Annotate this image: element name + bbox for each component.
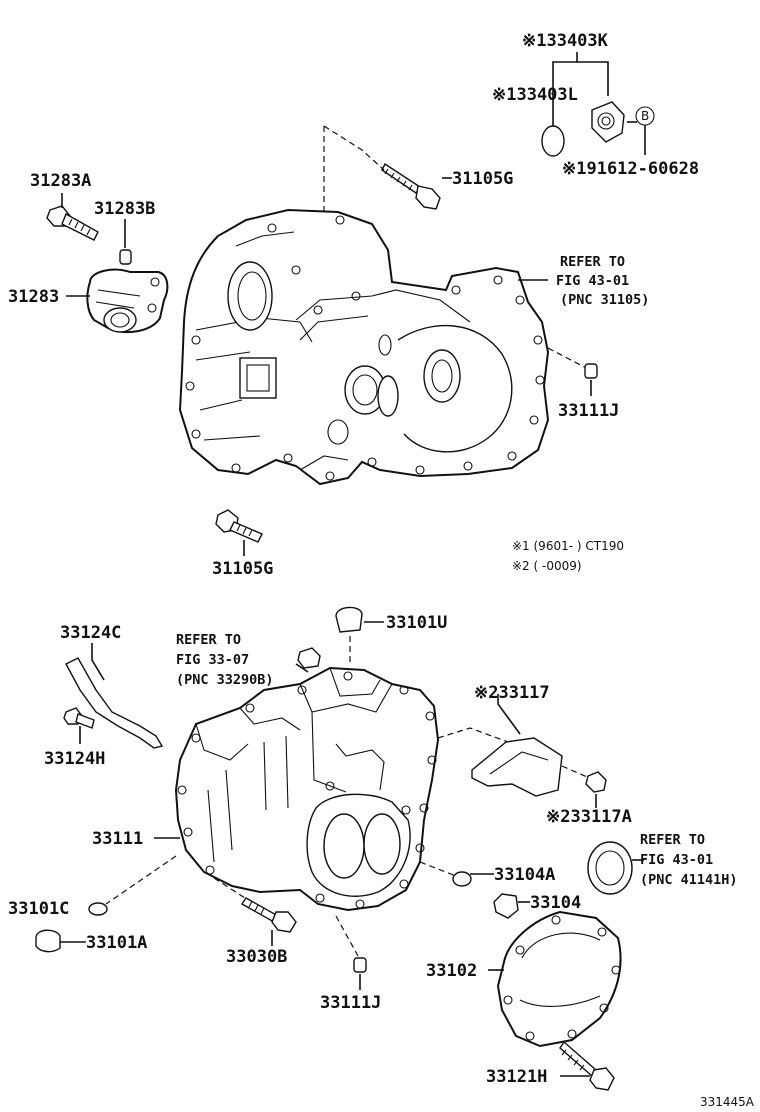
figure-code: 331445A [700,1095,755,1109]
label-191612-60628: ※191612-60628 [562,159,699,179]
transaxle-housing-33111 [154,666,440,912]
refer-note-2-line-3: (PNC 33290B) [176,672,274,688]
label-33102: 33102 [426,961,477,981]
label-133403L: ※133403L [492,85,578,105]
refer-note-3-line-2: FIG 43-01 [640,852,713,868]
refer-note-2-line-2: FIG 33-07 [176,652,249,668]
bearing-callout-lines [552,52,646,155]
label-33111: 33111 [92,829,143,849]
label-33117: ※233117 [474,683,550,703]
footnote-1: ※1 (9601- ) CT190 [512,539,624,553]
label-31283A: 31283A [30,171,91,191]
label-33030B: 33030B [226,947,287,967]
label-31105G-top: 31105G [452,169,513,189]
label-33101C: 33101C [8,899,69,919]
refer-note-1-line-1: REFER TO [560,254,625,270]
label-33124C: 33124C [60,623,121,643]
bearing-133403K [591,101,625,143]
label-33111J-top: 33111J [558,401,619,421]
bolt-33124H [63,707,95,744]
bolt-31283A [46,193,99,241]
refer-note-1-line-3: (PNC 31105) [560,292,649,308]
label-33111J-bottom: 33111J [320,993,381,1013]
reference-circle-b [635,106,655,126]
plug-33101U [335,606,384,666]
label-33124H: 33124H [44,749,105,769]
bolt-31105G-top [381,162,452,210]
refer-note-2-line-1: REFER TO [176,632,241,648]
pin-33111J-bottom [335,915,367,990]
label-133403K: ※133403K [522,31,609,51]
label-33121H: 33121H [486,1067,547,1087]
plug-33104 [493,893,530,919]
bolt-33117A [585,771,607,808]
label-31283: 31283 [8,287,59,307]
label-33104: 33104 [530,893,581,913]
label-33104A: 33104A [494,865,555,885]
refer-note-1-line-2: FIG 43-01 [556,273,629,289]
transmission-case-31105 [178,208,550,486]
label-circle-b: B [641,109,649,123]
cover-33102 [488,910,622,1048]
lever-33124C [65,643,164,749]
gasket-33101C [88,855,177,916]
oil-seal-41141H [587,841,644,895]
plug-33290B [295,647,321,673]
footnote-2: ※2 ( -0009) [512,559,582,573]
cover-33117 [437,694,595,797]
bolt-31105G-bottom [215,509,263,556]
drain-plug-33101A [35,929,86,953]
refer-note-3-line-1: REFER TO [640,832,705,848]
pin-31283B [119,219,132,265]
label-33101U: 33101U [386,613,447,633]
bolt-33030B [213,877,297,946]
label-31105G-bottom: 31105G [212,559,273,579]
label-31283B: 31283B [94,199,155,219]
refer-note-3-line-3: (PNC 41141H) [640,872,738,888]
oil-seal-ring-133403L [541,125,565,157]
bolt-33121H [559,1040,615,1091]
label-33101A: 33101A [86,933,147,953]
label-33117A: ※233117A [546,807,632,827]
gasket-33104A [419,861,494,887]
pin-33111J-top [547,347,598,396]
bearing-retainer-31283 [66,268,169,334]
